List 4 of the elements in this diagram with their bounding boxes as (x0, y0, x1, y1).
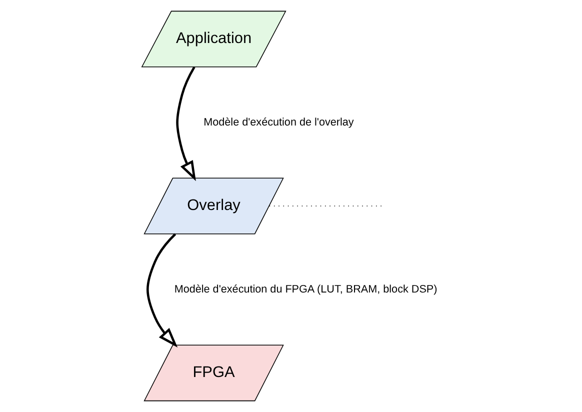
label: Modèle d'exécution du FPGA (LUT, BRAM, block DSP) (174, 283, 438, 296)
arrow (176, 66, 196, 182)
arrow (146, 233, 178, 348)
label: Modèle d'exécution de l'overlay (204, 116, 354, 128)
